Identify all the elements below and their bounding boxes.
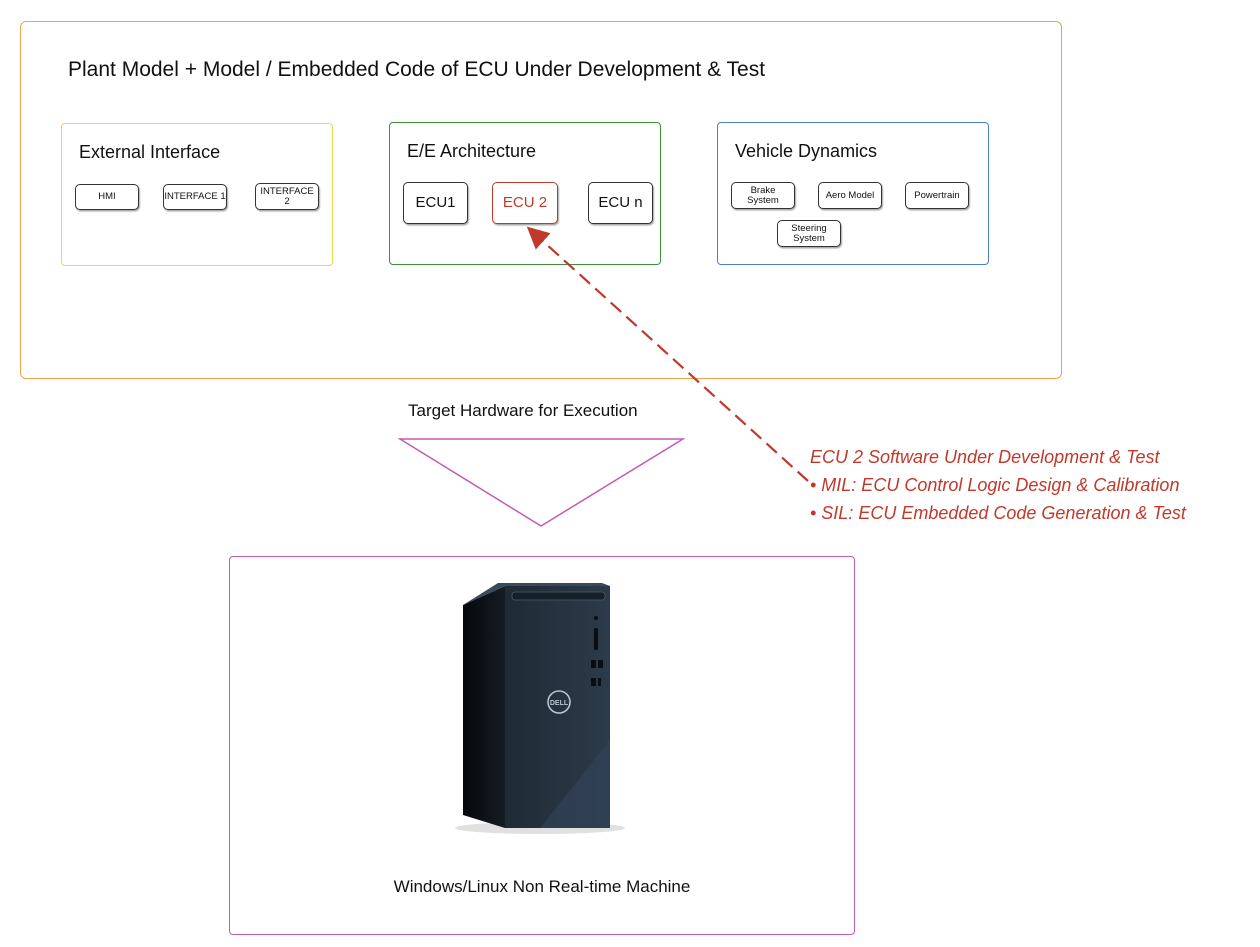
ecu1-block: ECU1 [403, 182, 468, 224]
hmi-block: HMI [75, 184, 139, 210]
ecu2-block: ECU 2 [492, 182, 558, 224]
external-interface-title: External Interface [79, 142, 221, 162]
target-hardware-funnel [397, 438, 686, 527]
dell-logo-text: DELL [550, 700, 569, 707]
ee-architecture-group [389, 122, 661, 265]
target-hardware-label: Target Hardware for Execution [408, 401, 638, 420]
ee-architecture-title: E/E Architecture [407, 141, 537, 161]
ecu2-annotation: ECU 2 Software Under Development & Test … [810, 443, 1186, 527]
computer-tower-icon [455, 583, 625, 834]
aero-model-block: Aero Model [818, 182, 882, 209]
vehicle-dynamics-title: Vehicle Dynamics [735, 141, 878, 161]
vehicle-dynamics-group [717, 122, 989, 265]
annotation-bullet-sil: • SIL: ECU Embedded Code Generation & Te… [810, 503, 1186, 523]
annotation-bullet-mil: • MIL: ECU Control Logic Design & Calibr… [810, 475, 1180, 495]
external-interface-group [61, 123, 333, 266]
interface-2-block: INTERFACE 2 [255, 183, 319, 210]
plant-model-container [20, 21, 1062, 379]
powertrain-block: Powertrain [905, 182, 969, 209]
brake-system-block: Brake System [731, 182, 795, 209]
ecun-block: ECU n [588, 182, 653, 224]
annotation-heading: ECU 2 Software Under Development & Test [810, 447, 1160, 467]
steering-system-block: Steering System [777, 220, 841, 247]
ecu2-pointer-arrow [526, 226, 809, 482]
hardware-label: Windows/Linux Non Real-time Machine [393, 877, 691, 896]
interface-1-block: INTERFACE 1 [163, 184, 227, 210]
target-hardware-box [229, 556, 855, 935]
main-title: Plant Model + Model / Embedded Code of E… [68, 58, 766, 81]
